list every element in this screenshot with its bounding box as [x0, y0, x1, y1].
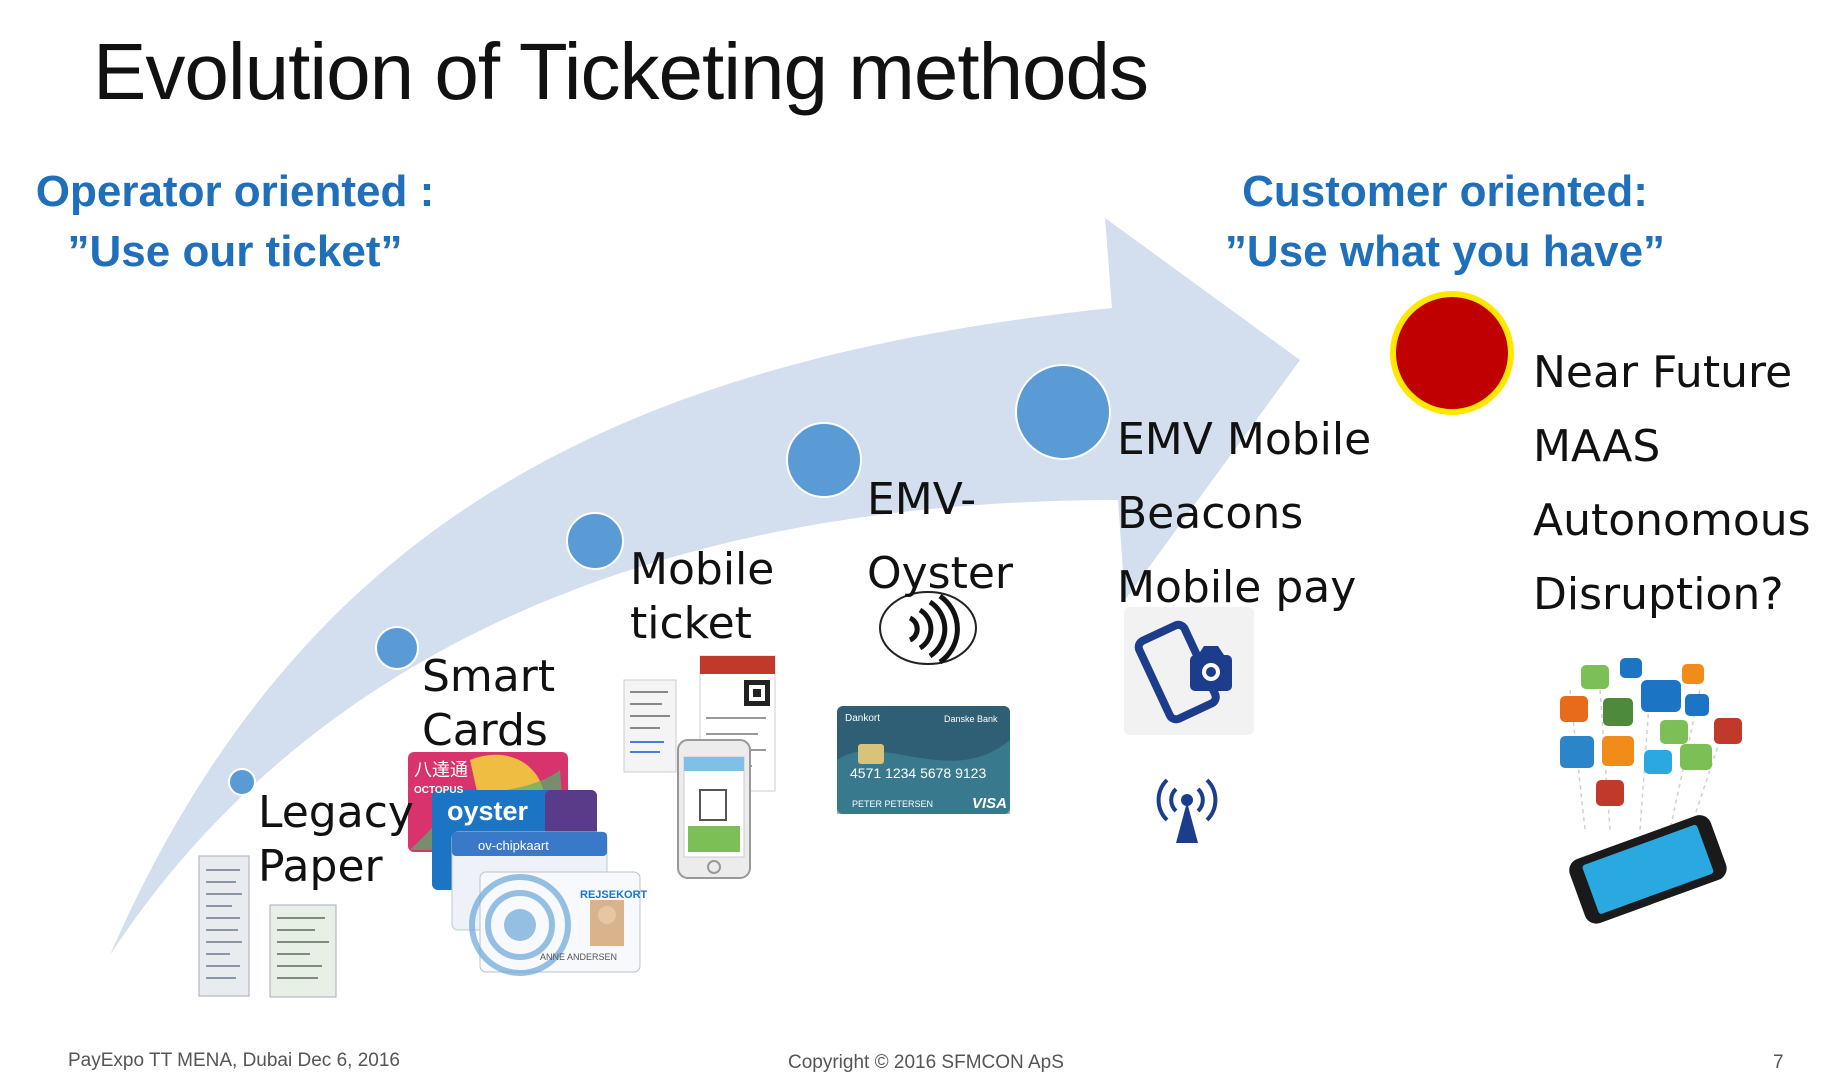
stage-mobile-line1: Mobile	[630, 544, 775, 595]
stage-mobile-line2: ticket	[630, 598, 752, 649]
beacon-icon	[1156, 778, 1218, 843]
milestone-dot-legacy	[228, 768, 256, 796]
stage-emv-mobile-list: EMV Mobile Beacons Mobile pay	[1117, 403, 1371, 625]
stage-autonomous-item: Autonomous	[1533, 495, 1811, 546]
stage-mobile-pay-item: Mobile pay	[1117, 562, 1357, 613]
milestone-dot-emv-mobile	[1015, 364, 1111, 460]
visa-logo: VISA	[972, 795, 1007, 812]
operator-oriented-line2: ”Use our ticket”	[67, 227, 403, 276]
customer-oriented-line1: Customer oriented:	[1242, 167, 1648, 216]
octopus-label: OCTOPUS	[414, 785, 464, 796]
dankort-label: Dankort	[845, 713, 880, 724]
stage-beacons-item: Beacons	[1117, 488, 1304, 539]
footer-event: PayExpo TT MENA, Dubai Dec 6, 2016	[68, 1050, 400, 1071]
rejsekort-label: REJSEKORT	[580, 889, 648, 901]
operator-oriented-line1: Operator oriented :	[35, 167, 435, 216]
stage-emv-line2: Oyster	[867, 548, 1014, 599]
stage-smart-cards: Smart Cards	[422, 650, 555, 758]
stage-disruption-item: Disruption?	[1533, 569, 1784, 620]
stage-legacy-line2: Paper	[258, 841, 383, 892]
stage-emv-line1: EMV-	[867, 474, 977, 525]
rejsekort-name-label: ANNE ANDERSEN	[540, 952, 617, 962]
contactless-icon	[879, 591, 977, 665]
footer-page-number: 7	[1773, 1052, 1784, 1073]
customer-oriented-line2: ”Use what you have”	[1224, 227, 1666, 276]
footer-copyright: Copyright © 2016 SFMCON ApS	[788, 1052, 1064, 1073]
card-number: 4571 1234 5678 9123	[850, 765, 986, 781]
stage-legacy-paper: Legacy Paper	[258, 786, 414, 894]
stage-emv-mobile-item: EMV Mobile	[1117, 414, 1372, 465]
customer-oriented-heading: Customer oriented: ”Use what you have”	[1185, 162, 1705, 282]
milestone-dot-emv	[786, 422, 862, 498]
stage-legacy-line1: Legacy	[258, 787, 414, 838]
bank-card-image: Dankort Danske Bank 4571 1234 5678 9123 …	[837, 706, 1010, 814]
slide-title: Evolution of Ticketing methods	[93, 27, 1149, 116]
stage-future-list: Near Future MAAS Autonomous Disruption?	[1533, 336, 1811, 632]
stage-emv-oyster: EMV- Oyster	[867, 463, 1013, 611]
mobile-ticket-image	[623, 655, 776, 879]
evolution-arrow	[110, 218, 1300, 955]
operator-oriented-heading: Operator oriented : ”Use our ticket”	[25, 162, 445, 282]
mobile-pay-icon	[1124, 607, 1254, 735]
smartphone-apps-image	[1560, 658, 1742, 924]
stage-smart-line1: Smart	[422, 651, 556, 702]
danske-bank-label: Danske Bank	[944, 714, 998, 724]
oyster-label: oyster	[447, 796, 529, 826]
milestone-dot-mobile	[566, 512, 624, 570]
smart-cards-image: 八達通 OCTOPUS oyster ov-chipkaart REJSEKOR…	[408, 752, 648, 976]
card-holder: PETER PETERSEN	[852, 799, 933, 809]
octopus-chinese-label: 八達通	[414, 760, 468, 780]
stage-maas-item: MAAS	[1533, 421, 1661, 472]
milestone-dot-future	[1390, 291, 1514, 415]
ov-chipkaart-label: ov-chipkaart	[478, 838, 549, 853]
stage-mobile-ticket: Mobile ticket	[630, 543, 774, 651]
stage-near-future-item: Near Future	[1533, 347, 1793, 398]
paper-tickets-image	[198, 855, 337, 998]
stage-smart-line2: Cards	[422, 705, 548, 756]
milestone-dot-smart	[375, 626, 419, 670]
